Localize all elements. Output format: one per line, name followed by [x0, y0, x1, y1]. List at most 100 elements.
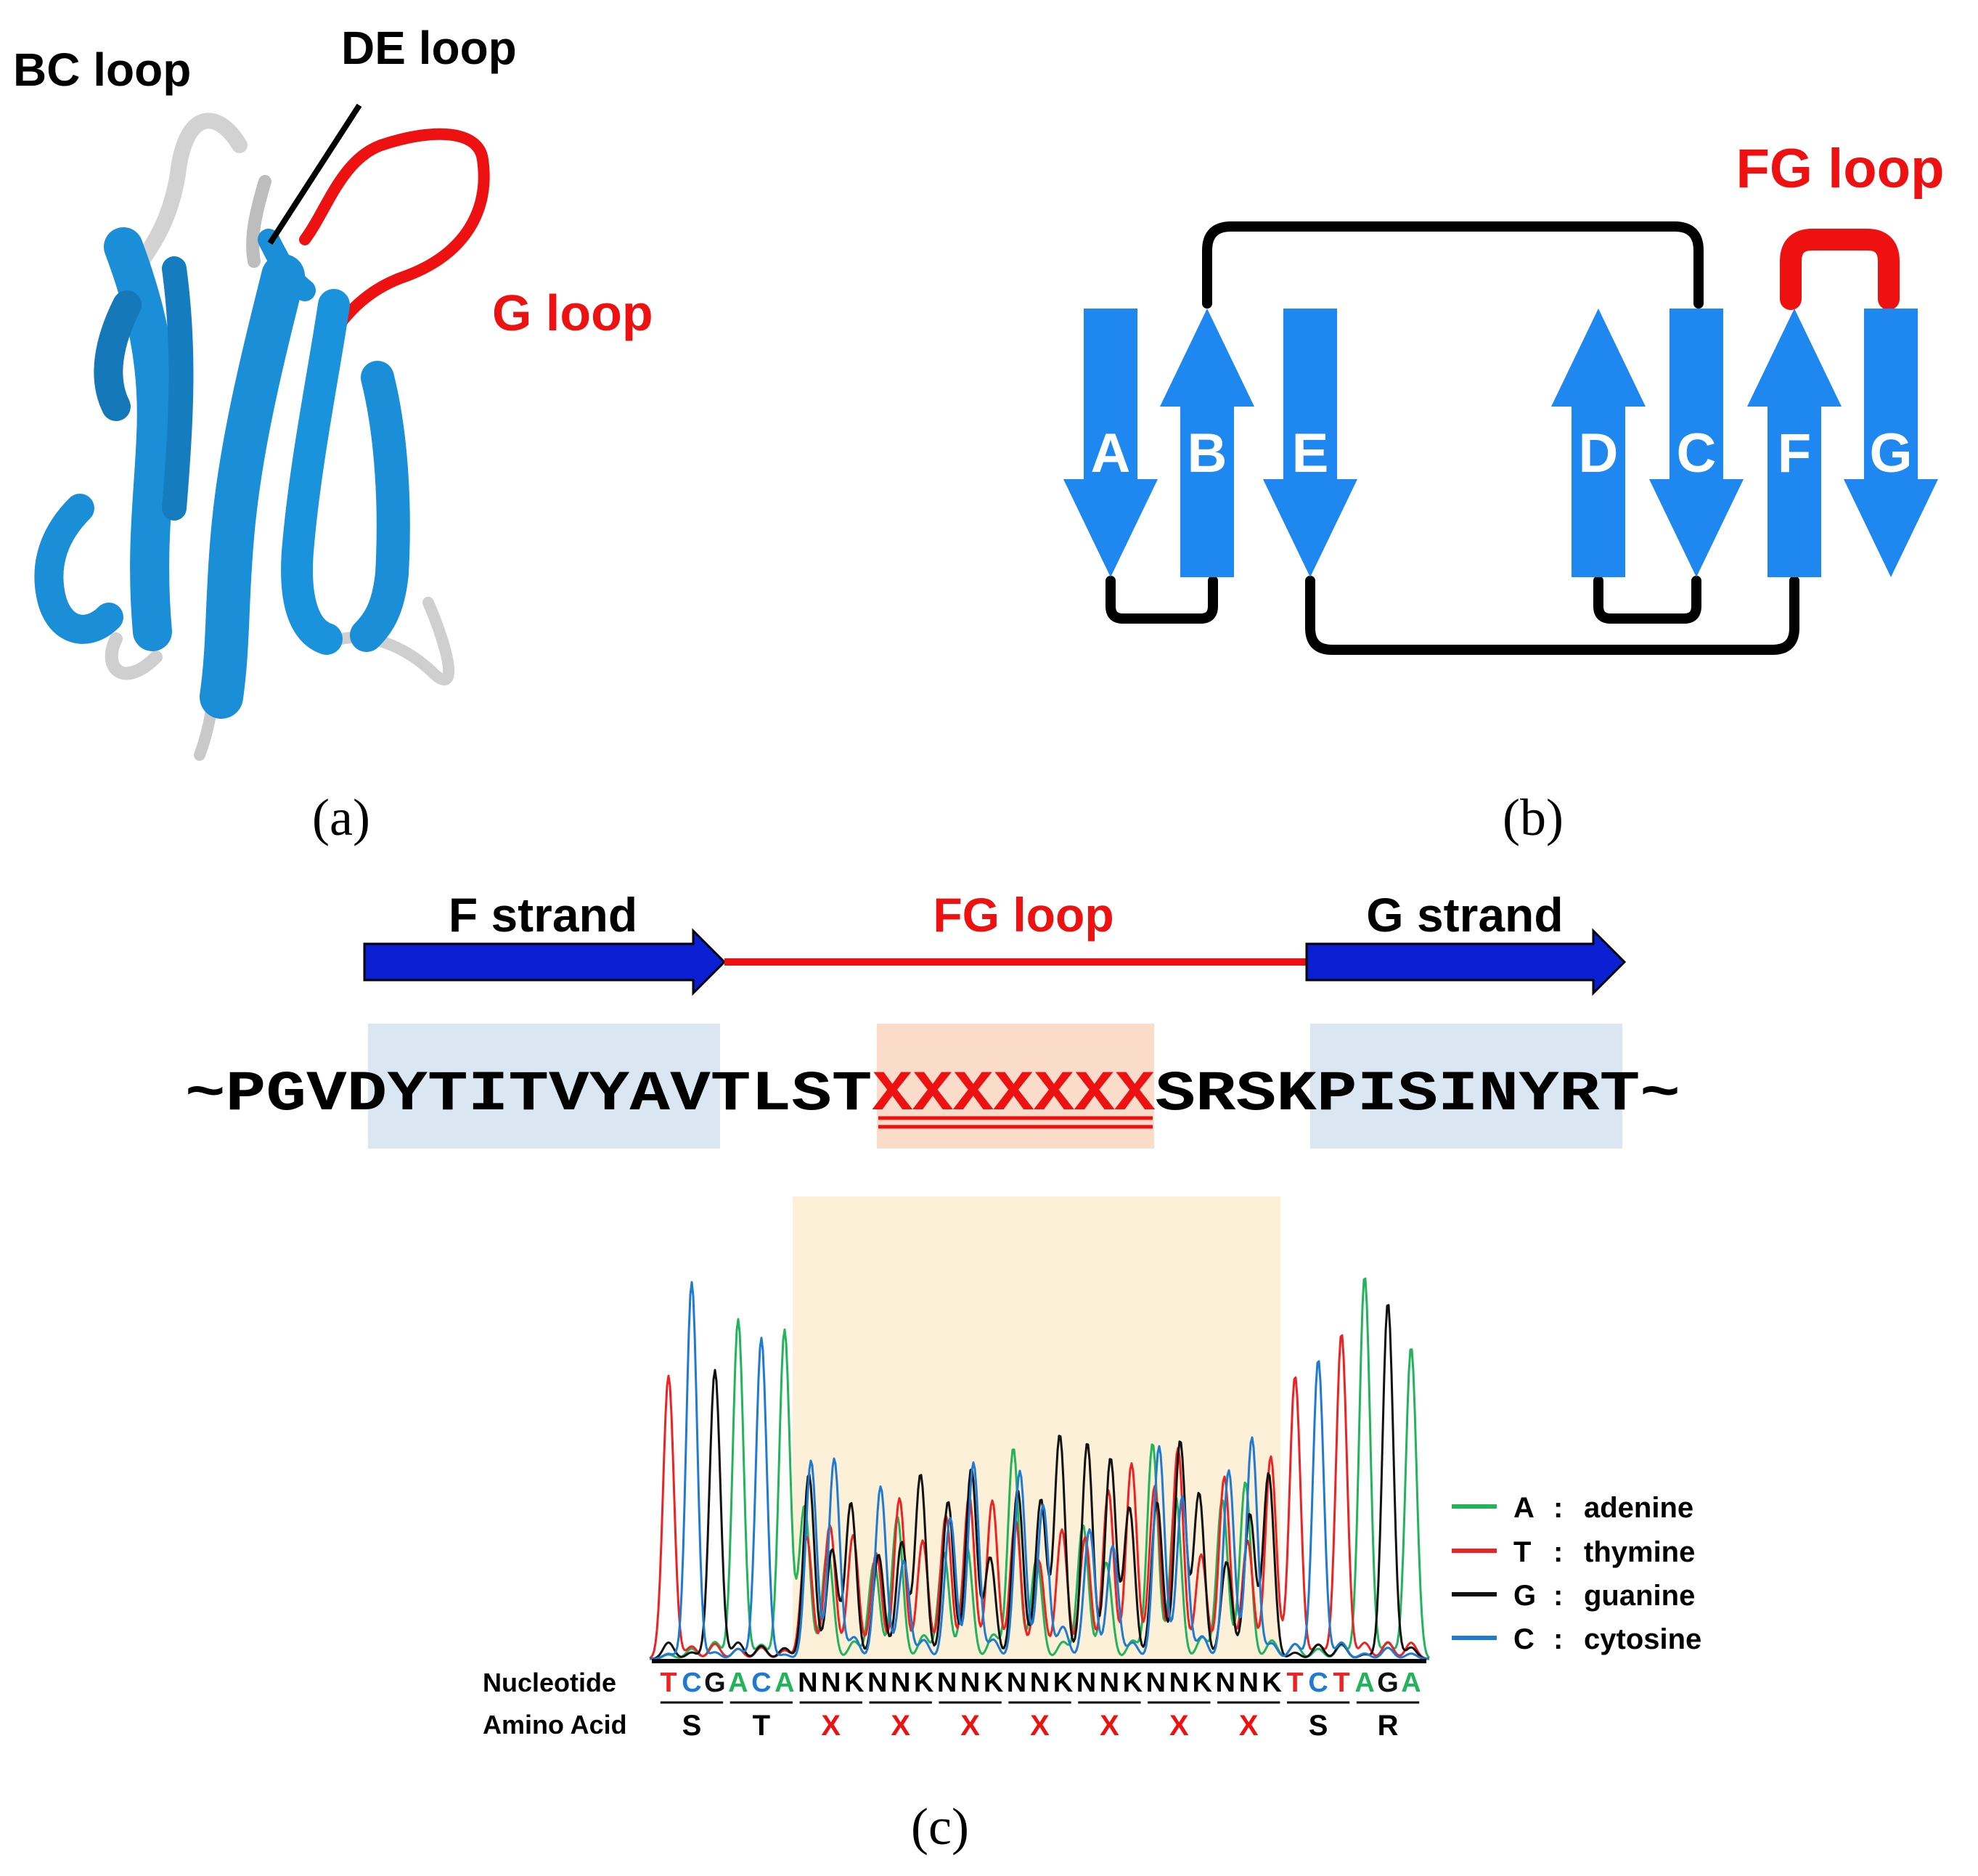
amino-acid-letter: R — [1378, 1710, 1399, 1742]
legend-sep-g: : — [1553, 1580, 1563, 1612]
f-strand-label: F strand — [449, 888, 637, 942]
amino-acid-letter: S — [682, 1710, 702, 1742]
legend-name-t: thymine — [1584, 1536, 1695, 1568]
sequence-random-loop: XXXXXXX — [872, 1063, 1155, 1127]
trace-c — [650, 1281, 1430, 1660]
amino-acid-letter: X — [1169, 1710, 1189, 1742]
nucleotide-letter: K — [1262, 1668, 1282, 1698]
nucleotide-letter: N — [1100, 1668, 1119, 1698]
f-strand-highlight — [368, 1024, 720, 1149]
strand-arrow-d — [1551, 309, 1646, 577]
sequence-prefix: ~PGV — [185, 1063, 347, 1127]
strand-label-f: F — [1778, 423, 1811, 484]
amino-acid-letter: X — [1239, 1710, 1259, 1742]
panel-c-caption: (c) — [911, 1798, 969, 1856]
nucleotide-letter: N — [1030, 1668, 1050, 1698]
nucleotide-letter: N — [1216, 1668, 1235, 1698]
legend-base-a: A — [1513, 1492, 1534, 1524]
nucleotide-letter: N — [891, 1668, 910, 1698]
sequence-g-strand: PISINYRT — [1317, 1063, 1640, 1127]
bc-loop-label: BC loop — [13, 44, 191, 96]
amino-acid-letter: X — [960, 1710, 980, 1742]
nucleotide-letter: K — [844, 1668, 865, 1698]
strand-label-d: D — [1579, 423, 1619, 484]
fg-loop-label-c: FG loop — [933, 888, 1113, 942]
amino-acid-letter: S — [1309, 1710, 1328, 1742]
nucleotide-letter: K — [1123, 1668, 1143, 1698]
sequence-mid: TLST — [711, 1063, 872, 1127]
strand-label-c: C — [1677, 423, 1717, 484]
nucleotide-letter: K — [1053, 1668, 1074, 1698]
strand-arrow-g — [1844, 309, 1938, 577]
nucleotide-letter: N — [798, 1668, 817, 1698]
legend-base-c: C — [1513, 1623, 1534, 1655]
nucleotide-letter: N — [1076, 1668, 1096, 1698]
chromatogram-legend: A : adenine T : thymine G : guanine C : … — [1452, 1492, 1701, 1655]
nucleotide-letter: K — [984, 1668, 1004, 1698]
nucleotide-letter: N — [1146, 1668, 1166, 1698]
trace-g — [650, 1304, 1429, 1660]
topology-connectors — [1106, 221, 1900, 655]
nucleotide-letter: C — [1308, 1668, 1328, 1698]
sequence-suffix: ~ — [1640, 1063, 1680, 1127]
sequence-post: SRSK — [1155, 1063, 1317, 1127]
nucleotide-letter: C — [682, 1668, 701, 1698]
strand-arrow-b — [1160, 309, 1254, 577]
strand-arrow-e — [1263, 309, 1357, 577]
de-loop-label: DE loop — [341, 22, 517, 74]
nucleotide-letter: A — [1401, 1668, 1421, 1698]
panel-a-caption: (a) — [312, 788, 370, 847]
amino-acid-letter: X — [821, 1710, 841, 1742]
f-strand-arrow — [363, 928, 727, 996]
legend-sep-c: : — [1553, 1623, 1563, 1655]
panel-a-structure: BC loop DE loop G loop (a) — [13, 22, 653, 847]
legend-name-c: cytosine — [1584, 1623, 1701, 1655]
legend-sep-a: : — [1553, 1492, 1563, 1524]
amino-acid-letter: X — [1030, 1710, 1050, 1742]
legend-sep-t: : — [1553, 1536, 1563, 1568]
g-loop-label: G loop — [492, 285, 653, 341]
nucleotide-letter: N — [1169, 1668, 1189, 1698]
amino-acid-letter: T — [753, 1710, 770, 1742]
nucleotide-letter: A — [1354, 1668, 1374, 1698]
g-strand-arrow — [1305, 928, 1627, 996]
nucleotide-letter: A — [728, 1668, 748, 1698]
nucleotide-letter: G — [1377, 1668, 1399, 1698]
nucleotide-letter: T — [1287, 1668, 1304, 1698]
legend-base-t: T — [1513, 1536, 1531, 1568]
nucleotide-letter: N — [937, 1668, 957, 1698]
nucleotide-letter: K — [914, 1668, 934, 1698]
strand-arrow-a — [1063, 309, 1158, 577]
nucleotide-letter: K — [1193, 1668, 1213, 1698]
nucleotide-letter: C — [751, 1668, 771, 1698]
protein-ribbon-illustration — [34, 113, 490, 761]
nucleotide-letter: N — [821, 1668, 841, 1698]
g-strand-highlight — [1310, 1024, 1622, 1149]
legend-name-a: adenine — [1584, 1492, 1693, 1524]
chromatogram-traces — [649, 1277, 1431, 1660]
nucleotide-letter: N — [1007, 1668, 1026, 1698]
amino-acid-letter: X — [891, 1710, 910, 1742]
nucleotide-letter: T — [660, 1668, 677, 1698]
nucleotide-letter: A — [775, 1668, 794, 1698]
fg-loop-label-b: FG loop — [1736, 138, 1944, 200]
nucleotide-letter: T — [1333, 1668, 1349, 1698]
panel-b-caption: (b) — [1503, 788, 1564, 847]
strand-arrow-f — [1747, 309, 1842, 577]
strand-arrow-c — [1649, 309, 1744, 577]
legend-base-g: G — [1513, 1580, 1536, 1612]
de-loop-pointer-line — [267, 103, 362, 245]
legend-name-g: guanine — [1584, 1580, 1695, 1612]
amino-acid-row-label: Amino Acid — [483, 1710, 627, 1740]
nucleotide-letter: N — [1239, 1668, 1259, 1698]
nucleotide-letter: N — [867, 1668, 887, 1698]
strand-label-e: E — [1292, 423, 1329, 484]
strand-label-a: A — [1091, 423, 1131, 484]
nucleotide-letter: N — [960, 1668, 980, 1698]
